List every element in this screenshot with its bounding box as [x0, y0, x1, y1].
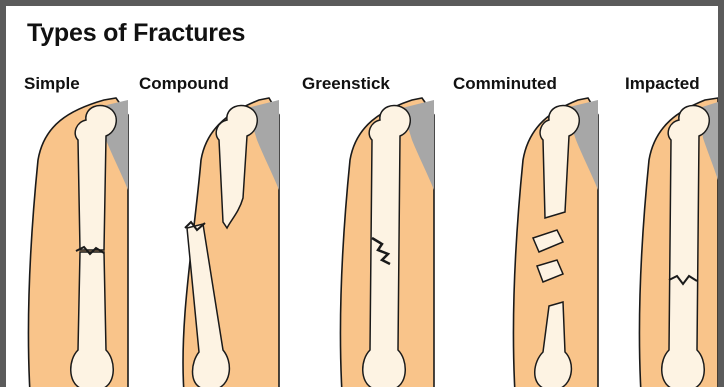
compound-fracture-illustration	[139, 70, 289, 387]
greenstick-fracture-illustration	[302, 70, 452, 387]
figure-frame: Types of Fractures Simple Compound Green…	[6, 6, 718, 387]
figure-title: Types of Fractures	[27, 19, 245, 48]
comminuted-fracture-illustration	[453, 70, 603, 387]
panel-comminuted: Comminuted	[453, 70, 603, 387]
panel-impacted: Impacted	[625, 70, 718, 387]
panel-compound: Compound	[139, 70, 289, 387]
panel-simple: Simple	[24, 70, 144, 387]
panel-greenstick: Greenstick	[302, 70, 452, 387]
simple-fracture-illustration	[24, 70, 144, 387]
impacted-fracture-illustration	[625, 70, 718, 387]
